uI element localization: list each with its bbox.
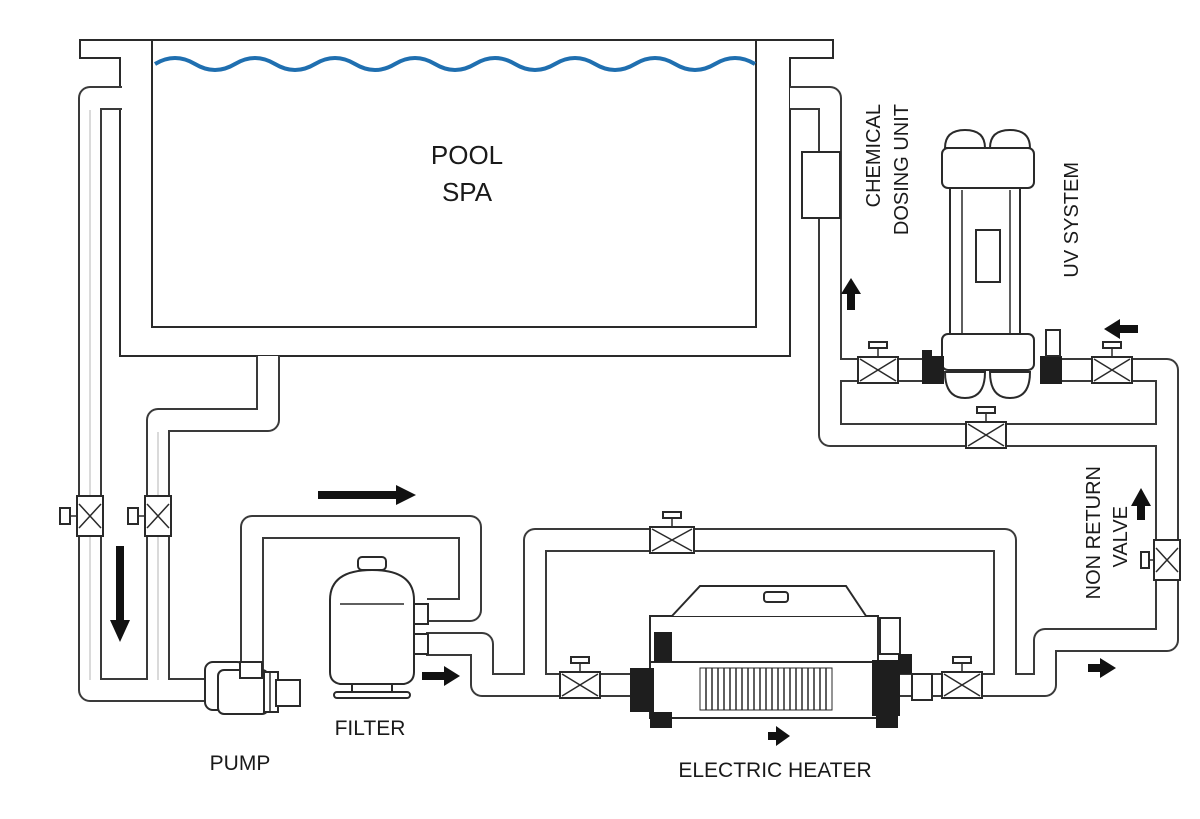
valve-left-outer[interactable] <box>59 495 104 537</box>
flow-arrow-icon <box>1131 488 1151 520</box>
flow-arrow-icon <box>110 546 130 642</box>
heater-label: ELECTRIC HEATER <box>678 759 871 782</box>
uv-system <box>922 128 1062 400</box>
non-return-valve[interactable] <box>1140 539 1181 581</box>
chemical-label-line2: DOSING UNIT <box>891 104 913 235</box>
chemical-dosing-unit <box>801 151 841 219</box>
filter-label: FILTER <box>335 717 406 740</box>
flow-arrow-icon <box>422 666 460 686</box>
water-wave-icon <box>153 56 757 72</box>
valve-uv-inlet[interactable] <box>1091 341 1133 384</box>
flow-arrow-icon <box>318 485 416 505</box>
valve-uv-bypass[interactable] <box>965 406 1007 449</box>
nrv-label-line2: VALVE <box>1110 506 1132 568</box>
electric-heater <box>630 585 933 728</box>
pump-label: PUMP <box>210 752 271 775</box>
valve-heater-outlet[interactable] <box>941 656 983 699</box>
nrv-label-line1: NON RETURN <box>1083 466 1105 599</box>
valve-heater-inlet[interactable] <box>559 656 601 699</box>
filter <box>329 556 429 699</box>
flow-arrow-icon <box>1088 658 1116 678</box>
chemical-label-line1: CHEMICAL <box>863 104 885 207</box>
valve-left-inner[interactable] <box>127 495 172 537</box>
pool-spa: POOL SPA <box>79 39 834 357</box>
spa-label: SPA <box>442 177 493 207</box>
pool-label: POOL <box>431 140 503 170</box>
uv-system-label: UV SYSTEM <box>1061 162 1083 278</box>
valve-uv-outlet[interactable] <box>857 341 899 384</box>
flow-arrow-icon <box>1104 319 1138 339</box>
flow-arrow-icon <box>768 726 790 746</box>
flow-arrow-icon <box>841 278 861 310</box>
valve-heater-bypass[interactable] <box>649 511 695 554</box>
pump <box>204 661 301 715</box>
pipework <box>78 86 1179 702</box>
